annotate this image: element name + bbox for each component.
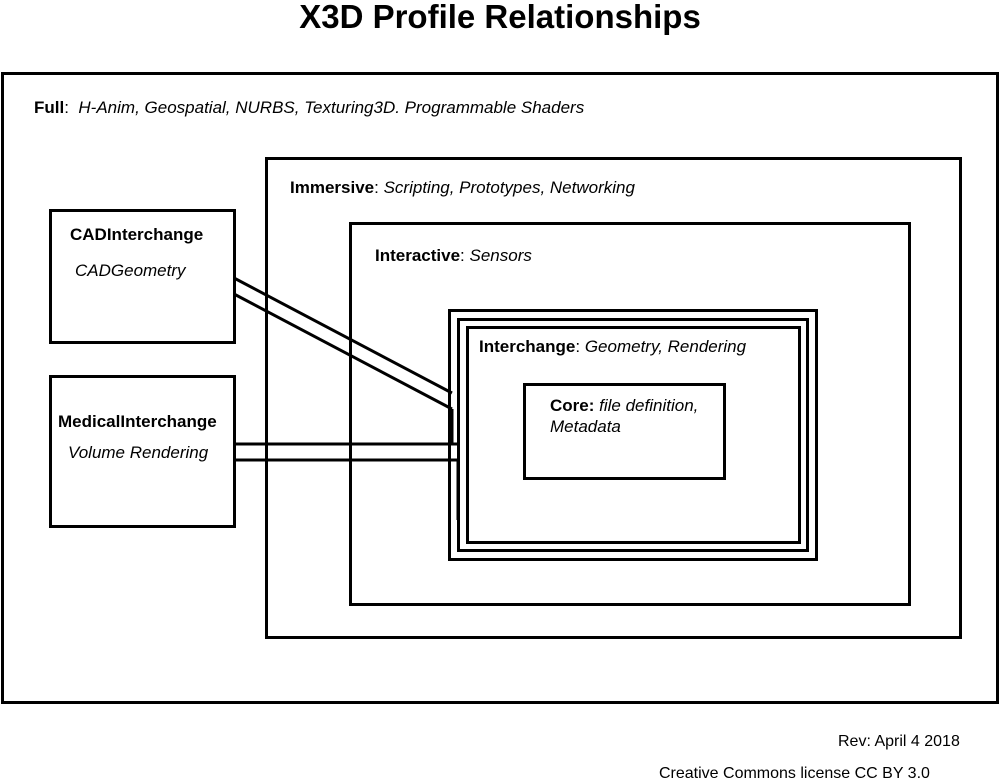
interchange-profile-components: Geometry, Rendering (584, 337, 747, 356)
core-profile-components-line2: Metadata (550, 417, 621, 436)
medical-interchange-name: MedicalInterchange (58, 412, 217, 431)
full-profile-box (1, 72, 999, 704)
core-profile-box (523, 383, 726, 480)
full-profile-name: Full (34, 98, 65, 117)
medical-interchange-box (49, 375, 236, 528)
interactive-profile-box (349, 222, 911, 606)
core-profile-name: Core: (550, 396, 595, 415)
interactive-profile-label: Interactive: Sensors (375, 246, 532, 265)
full-profile-components: H-Anim, Geospatial, NURBS, Texturing3D. … (78, 98, 585, 117)
core-profile-label: Core: file definition, (550, 396, 698, 416)
immersive-profile-components: Scripting, Prototypes, Networking (383, 178, 635, 197)
diagram-title: X3D Profile Relationships (299, 0, 701, 35)
interchange-middle-border (457, 318, 809, 552)
full-profile-label: Full: H-Anim, Geospatial, NURBS, Texturi… (34, 98, 585, 117)
medical-interchange-components: Volume Rendering (68, 443, 209, 462)
revision-date: Rev: April 4 2018 (838, 733, 960, 750)
immersive-profile-name: Immersive (290, 178, 375, 197)
interchange-outer-border (448, 309, 818, 561)
core-profile-label-line2: Metadata (550, 417, 621, 437)
immersive-profile-label: Immersive: Scripting, Prototypes, Networ… (290, 178, 635, 197)
core-profile-components-line1: file definition, (599, 396, 699, 415)
cad-connector-upper (233, 276, 453, 395)
interchange-profile-box (466, 326, 801, 544)
interchange-profile-name: Interchange (479, 337, 576, 356)
interactive-profile-name: Interactive (375, 246, 461, 265)
cad-connector-lower (233, 292, 453, 411)
license-text: Creative Commons license CC BY 3.0 (659, 765, 930, 782)
immersive-profile-box (265, 157, 962, 639)
cad-interchange-box (49, 209, 236, 344)
cad-interchange-components: CADGeometry (75, 261, 186, 280)
interactive-profile-components: Sensors (469, 246, 532, 265)
interchange-profile-label: Interchange: Geometry, Rendering (479, 337, 747, 356)
cad-interchange-name: CADInterchange (70, 225, 204, 244)
